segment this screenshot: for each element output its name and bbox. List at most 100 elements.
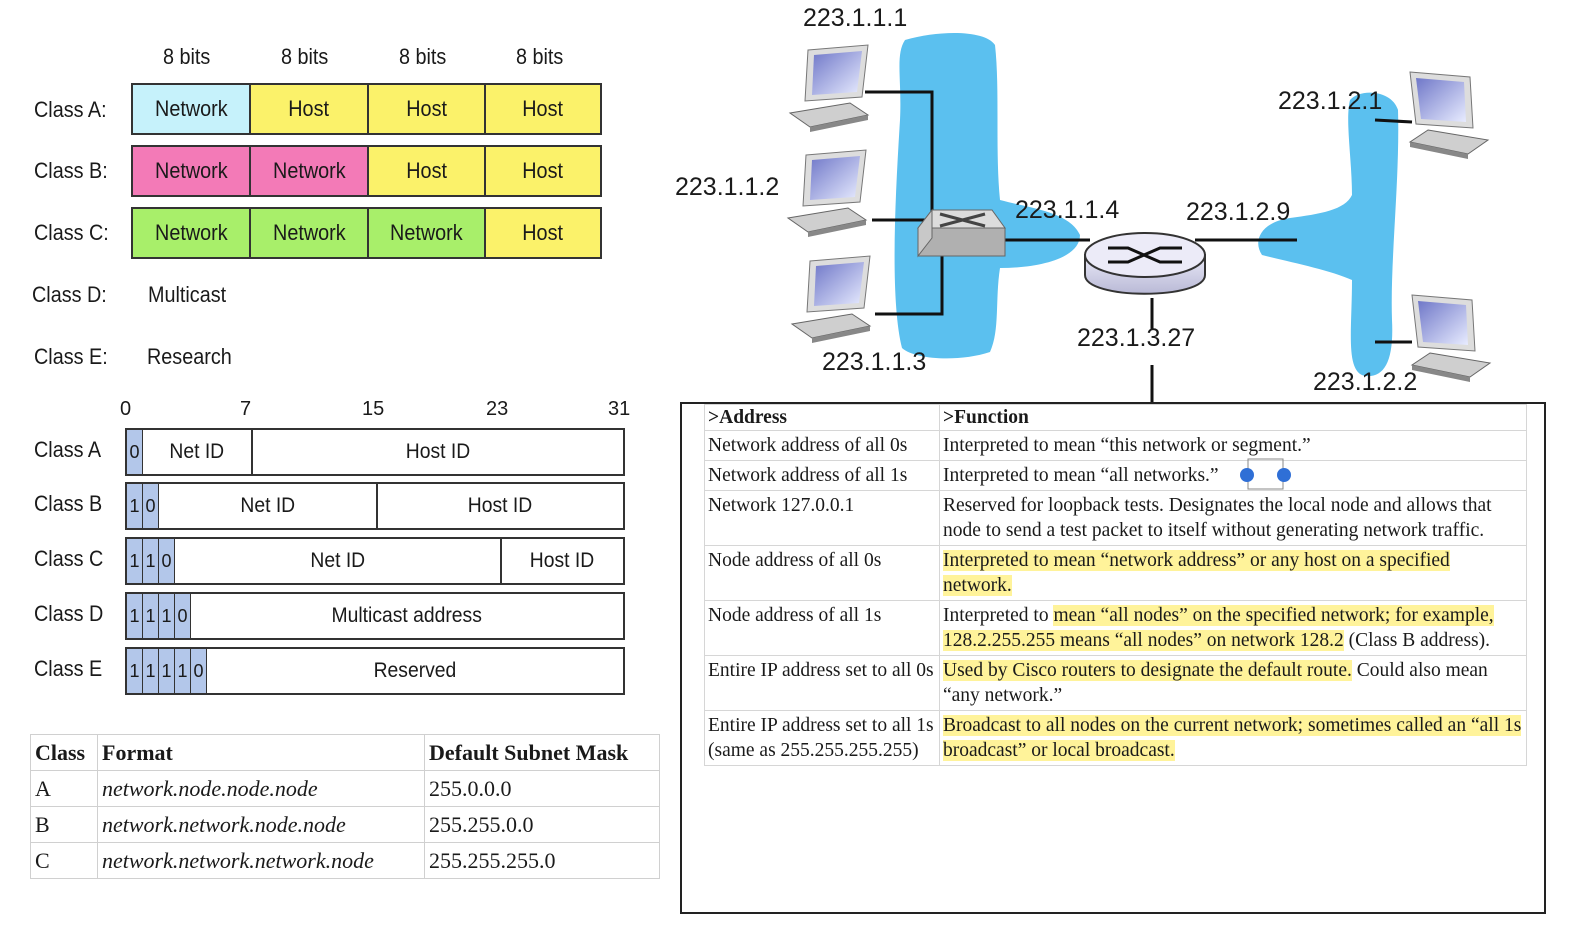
computer-icon: [1410, 294, 1492, 382]
class-c-octet-1: Network: [131, 207, 251, 259]
prefix-bit: 1: [143, 649, 159, 693]
link-host-1: [865, 90, 934, 215]
class-a-octet-3: Host: [367, 83, 486, 135]
resize-handles[interactable]: [1236, 458, 1296, 494]
computer-icon: [790, 255, 872, 343]
class-e-label: Class E:: [34, 344, 108, 369]
host-id-field: Host ID: [405, 440, 471, 463]
format-class-c-box: 1 1 0 Net ID Host ID: [125, 537, 625, 585]
computer-icon: [786, 149, 868, 237]
prefix-bit: 0: [143, 484, 159, 528]
class-a-octet-2: Host: [249, 83, 369, 135]
highlighted-text: Interpreted to mean “network address” or…: [943, 550, 1450, 596]
bit-tick: 7: [240, 398, 252, 420]
format-cell: network.network.node.node: [97, 806, 425, 843]
highlighted-text: Used by Cisco routers to designate the d…: [943, 660, 1352, 681]
function-cell: Interpreted to mean “this network or seg…: [939, 430, 1527, 461]
prefix-bit: 1: [127, 484, 143, 528]
format-class-e-label: Class E: [34, 656, 103, 681]
table-row: Node address of all 1s Interpreted to me…: [704, 600, 1527, 656]
class-c-octet-2: Network: [249, 207, 369, 259]
highlighted-text: Broadcast to all nodes on the current ne…: [943, 715, 1522, 761]
address-cell: Network address of all 1s: [704, 460, 940, 491]
ip-label-host-r1: 223.1.2.1: [1278, 87, 1383, 115]
plain-text: Could also mean “any network.”: [943, 660, 1488, 706]
bits-header: 8 bits: [163, 44, 211, 69]
bit-tick: 31: [608, 398, 631, 420]
net-id-field: Net ID: [310, 549, 365, 572]
address-cell: Node address of all 0s: [704, 545, 940, 601]
class-b-octet-1: Network: [131, 145, 251, 197]
column-header: Default Subnet Mask: [424, 734, 660, 771]
table-row: C network.network.network.node 255.255.2…: [30, 842, 660, 879]
format-cell: network.network.network.node: [97, 842, 425, 879]
prefix-bit: 1: [127, 594, 143, 638]
prefix-bit: 0: [159, 539, 175, 583]
address-cell: Network 127.0.0.1: [704, 490, 940, 546]
table-row: Network 127.0.0.1 Reserved for loopback …: [704, 490, 1527, 546]
bits-header: 8 bits: [516, 44, 564, 69]
format-class-a-box: 0 Net ID Host ID: [125, 428, 625, 476]
prefix-bit: 0: [127, 430, 143, 474]
router-icon: [1084, 232, 1206, 295]
bits-header: 8 bits: [399, 44, 447, 69]
format-class-d-label: Class D: [34, 601, 104, 626]
ip-label-switch: 223.1.1.4: [1015, 196, 1120, 224]
class-a-octet-4: Host: [484, 83, 602, 135]
prefix-bit: 1: [159, 594, 175, 638]
subnet-2-blob: [1258, 92, 1399, 377]
function-cell: Interpreted to mean “network address” or…: [939, 545, 1527, 601]
column-header: >Function: [939, 404, 1527, 431]
table-row: Entire IP address set to all 1s (same as…: [704, 710, 1527, 766]
function-cell: Interpreted to mean “all networks.”: [939, 460, 1527, 491]
function-cell: Reserved for loopback tests. Designates …: [939, 490, 1527, 546]
network-topology-diagram: [786, 33, 1492, 404]
bit-tick: 23: [486, 398, 509, 420]
format-class-e-box: 1 1 1 1 0 Reserved: [125, 647, 625, 695]
table-row: B network.network.node.node 255.255.0.0: [30, 806, 660, 843]
host-id-field: Host ID: [530, 549, 595, 572]
address-function-table: >Address >Function Network address of al…: [704, 404, 1527, 766]
prefix-bit: 1: [159, 649, 175, 693]
field-divider: [500, 539, 502, 583]
bit-tick: 0: [120, 398, 132, 420]
bit-tick: 15: [362, 398, 385, 420]
plain-text: Interpreted to: [943, 605, 1054, 626]
prefix-bit: 1: [127, 539, 143, 583]
format-class-a-label: Class A: [34, 437, 102, 462]
class-b-octet-3: Host: [367, 145, 486, 197]
net-id-field: Net ID: [240, 494, 295, 517]
resize-handle-left[interactable]: [1240, 468, 1254, 482]
table-row: A network.node.node.node 255.0.0.0: [30, 770, 660, 807]
computer-icon: [1408, 71, 1490, 159]
address-cell: Entire IP address set to all 1s (same as…: [704, 710, 940, 766]
function-cell: Interpreted to mean “all nodes” on the s…: [939, 600, 1527, 656]
prefix-bit: 0: [175, 594, 191, 638]
class-cell: C: [30, 842, 98, 879]
ip-label-host-r2: 223.1.2.2: [1313, 368, 1418, 396]
field-divider: [251, 430, 253, 474]
ip-label-host-3: 223.1.1.3: [822, 348, 927, 376]
table-row: Network address of all 0s Interpreted to…: [704, 430, 1527, 461]
format-class-b-label: Class B: [34, 491, 103, 516]
format-class-d-box: 1 1 1 0 Multicast address: [125, 592, 625, 640]
class-c-label: Class C:: [34, 220, 109, 245]
ip-label-host-2: 223.1.1.2: [675, 173, 780, 201]
class-a-label: Class A:: [34, 97, 107, 122]
column-header: Class: [30, 734, 98, 771]
mask-cell: 255.255.0.0: [424, 806, 660, 843]
class-c-octet-3: Network: [367, 207, 486, 259]
resize-handle-right[interactable]: [1277, 468, 1291, 482]
address-table-frame: [680, 402, 1546, 914]
table-row: Network address of all 1s Interpreted to…: [704, 460, 1527, 491]
prefix-bit: 1: [143, 594, 159, 638]
class-b-label: Class B:: [34, 158, 108, 183]
format-class-b-box: 1 0 Net ID Host ID: [125, 482, 625, 530]
link-host-3: [875, 255, 944, 316]
class-d-text: Multicast: [148, 282, 227, 307]
table-row: Entire IP address set to all 0s Used by …: [704, 655, 1527, 711]
class-a-octet-1: Network: [131, 83, 251, 135]
column-header: Format: [97, 734, 425, 771]
class-c-octet-4: Host: [484, 207, 602, 259]
column-header: >Address: [704, 404, 940, 431]
